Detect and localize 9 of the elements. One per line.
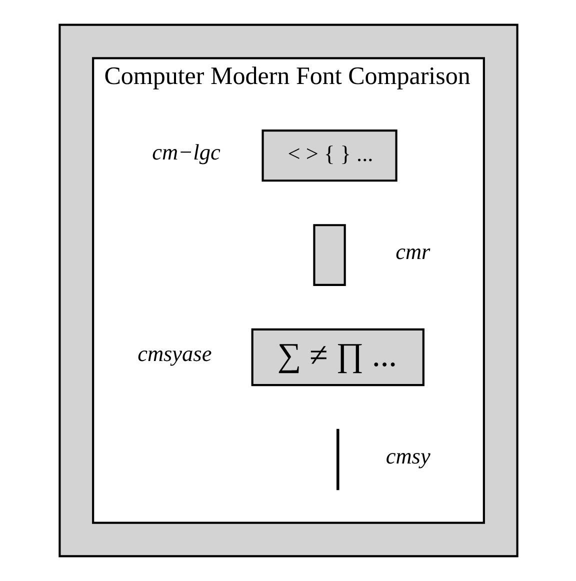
node-label: cmr <box>395 238 430 264</box>
node-label: cmsyase <box>137 341 212 366</box>
cluster <box>58 24 518 558</box>
node-label: cmsy <box>385 443 430 468</box>
node-box: ∑ ≠ ∏ ... <box>250 328 424 386</box>
node-box <box>312 224 346 286</box>
node-label: cm−lgc <box>152 139 220 164</box>
node-bar <box>336 428 339 490</box>
node-box: < > { } ... <box>261 130 397 182</box>
